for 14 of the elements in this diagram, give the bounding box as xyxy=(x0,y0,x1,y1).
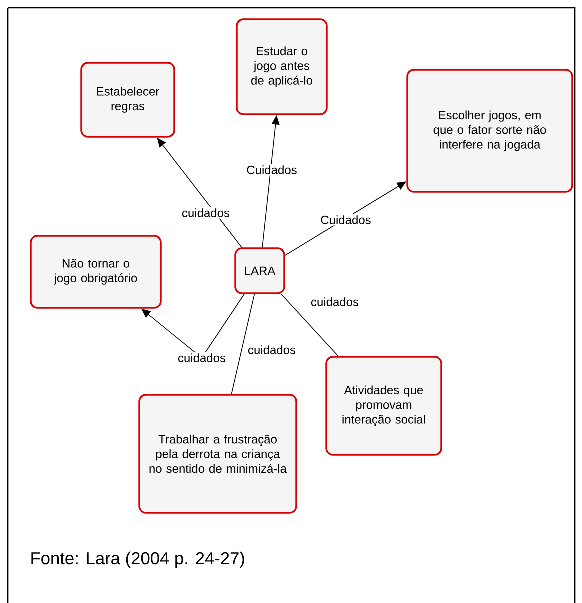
edge-label: cuidados xyxy=(176,352,228,364)
edge-label: Cuidados xyxy=(245,164,299,176)
concept-box: Atividades que promovam interação social xyxy=(326,356,442,456)
concept-box: Estabelecer regras xyxy=(80,62,176,138)
caption: Fonte: Lara (2004 p. 24-27) xyxy=(32,552,244,568)
concept-box: Escolher jogos, em que o fator sorte não interfere na jogada xyxy=(406,69,574,193)
concept-box: Não tornar o jogo obrigatório xyxy=(30,235,162,309)
edge-label: cuidados xyxy=(310,296,360,308)
concept-box: Trabalhar a frustração pela derrota na criança no sentido de minimizá-la xyxy=(138,394,298,514)
concept-box: LARA xyxy=(234,248,286,294)
edge-label: cuidados xyxy=(246,344,298,356)
concept-box: Estudar o jogo antes de aplicá-lo xyxy=(236,18,328,116)
edge-label: Cuidados xyxy=(319,214,373,226)
edge-label: cuidados xyxy=(180,207,232,219)
